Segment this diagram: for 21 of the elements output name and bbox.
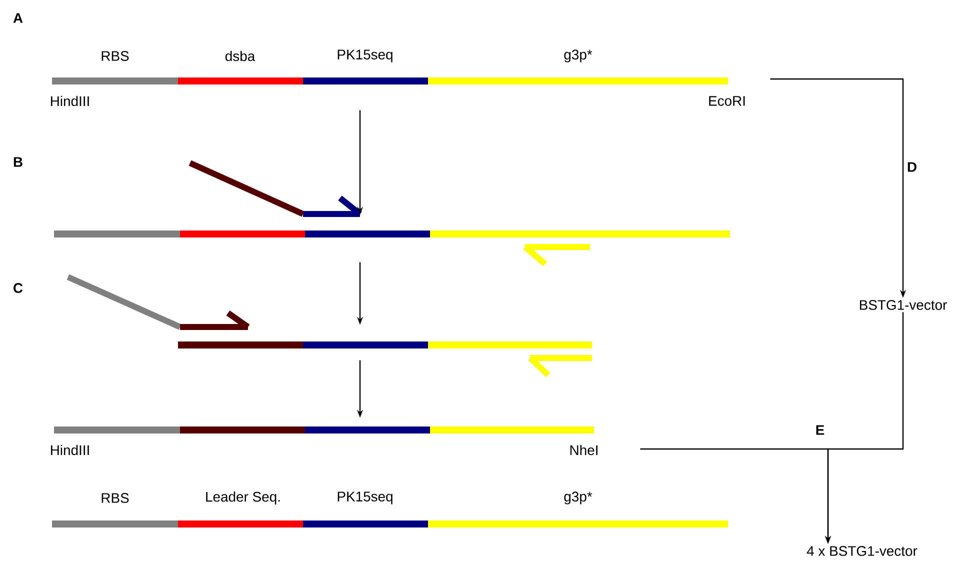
dna-construct <box>54 230 730 238</box>
segment-label: Leader Seq. <box>206 492 280 504</box>
dna-construct <box>178 342 592 348</box>
segment-label: dsba <box>225 50 256 62</box>
panel-letter: B <box>14 157 22 167</box>
panel-letter: A <box>13 13 23 23</box>
segment-label: g3p* <box>564 492 592 504</box>
segment-label: HindIII <box>51 444 89 456</box>
edge-label: E <box>816 425 824 435</box>
vector-label: BSTG1-vector <box>860 300 947 310</box>
segment-label: PK15seq <box>338 50 392 62</box>
segment-label: EcoRI <box>709 96 745 106</box>
segment-label: RBS <box>102 493 129 503</box>
segment-label: NheI <box>570 444 598 456</box>
segment-label: PK15seq <box>338 492 392 504</box>
segment-label: HindIII <box>51 96 89 106</box>
segment-label: g3p* <box>564 50 592 62</box>
panel-letter: C <box>14 283 23 293</box>
edge-label: D <box>908 162 916 172</box>
vector-label: 4 x BSTG1-vector <box>806 546 918 556</box>
segment-label: RBS <box>102 51 129 61</box>
